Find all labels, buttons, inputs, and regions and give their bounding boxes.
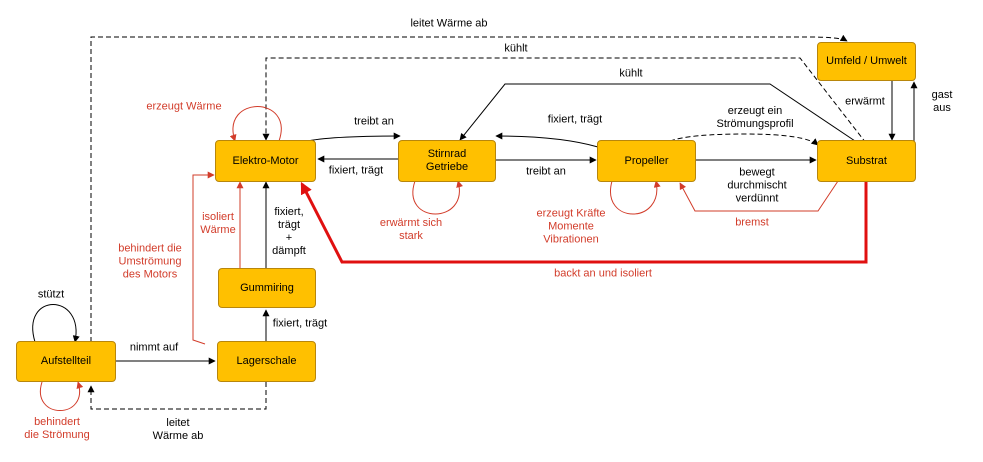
label-erzeugt-kraefte: erzeugt Kräfte Momente Vibrationen	[536, 207, 606, 246]
edge-erzeugt-waerme	[229, 106, 282, 142]
edge-stuetzt	[32, 304, 80, 343]
node-propeller: Propeller	[597, 140, 696, 182]
label-erzeugt-waerme: erzeugt Wärme	[146, 100, 222, 113]
edge-kuehlt-lower	[459, 83, 859, 144]
edge-leitet-waerme-ab-bottom	[87, 382, 267, 410]
label-backt-an: backt an und isoliert	[554, 267, 652, 280]
node-lagerschale: Lagerschale	[217, 341, 316, 382]
label-bewegt: bewegt durchmischt verdünnt	[727, 166, 787, 205]
label-fixiert-traegt-daempft: fixiert, trägt + dämpft	[272, 206, 306, 257]
label-behindert-umstroemung: behindert die Umströmung des Motors	[118, 242, 182, 281]
label-leitet-waerme-ab-bottom: leitet Wärme ab	[152, 417, 204, 442]
edge-leitet-waerme-ab-top	[90, 34, 848, 342]
edge-backt-an	[300, 180, 868, 264]
node-substrat: Substrat	[817, 140, 916, 182]
label-kuehlt-upper: kühlt	[504, 42, 528, 55]
label-fixiert-traegt-lager: fixiert, trägt	[272, 317, 328, 330]
label-bremst: bremst	[735, 216, 769, 229]
label-treibt-an-motor: treibt an	[354, 115, 394, 128]
label-leitet-waerme-ab-top: leitet Wärme ab	[410, 17, 488, 30]
edge-erwaermt-sich-stark	[412, 180, 464, 215]
label-stuetzt: stützt	[37, 288, 65, 301]
label-nimmt-auf: nimmt auf	[129, 341, 179, 354]
edge-kuehlt-upper	[262, 57, 867, 144]
label-erwaermt-sich-stark: erwärmt sich stark	[379, 217, 443, 242]
edge-behindert-umstroemung	[192, 171, 215, 345]
label-kuehlt-lower: kühlt	[619, 67, 643, 80]
edge-erzeugt-kraefte	[610, 180, 661, 215]
label-behindert-stroemung: behindert die Strömung	[24, 416, 90, 441]
node-elektro-motor: Elektro-Motor	[215, 140, 316, 182]
node-aufstellteil: Aufstellteil	[16, 341, 116, 382]
node-stirnrad-getriebe: Stirnrad Getriebe	[398, 140, 496, 182]
edge-erzeugt-stroemungsprofil	[669, 133, 819, 146]
edge-fixiert-traegt-getriebe	[495, 132, 599, 148]
edge-behindert-stroemung	[39, 381, 84, 411]
node-umfeld-umwelt: Umfeld / Umwelt	[817, 42, 916, 81]
node-gummiring: Gummiring	[218, 268, 316, 308]
label-erwaermt: erwärmt	[845, 95, 885, 108]
label-fixiert-traegt-getriebe: fixiert, trägt	[547, 113, 603, 126]
edge-bremst	[679, 180, 839, 212]
label-treibt-an-getriebe: treibt an	[526, 165, 566, 178]
label-erzeugt-stroemungsprofil: erzeugt ein Strömungsprofil	[716, 105, 794, 130]
label-isoliert-waerme: isoliert Wärme	[200, 211, 236, 236]
label-fixiert-traegt-motor: fixiert, trägt	[328, 164, 384, 177]
label-gast-aus: gast aus	[931, 89, 953, 114]
